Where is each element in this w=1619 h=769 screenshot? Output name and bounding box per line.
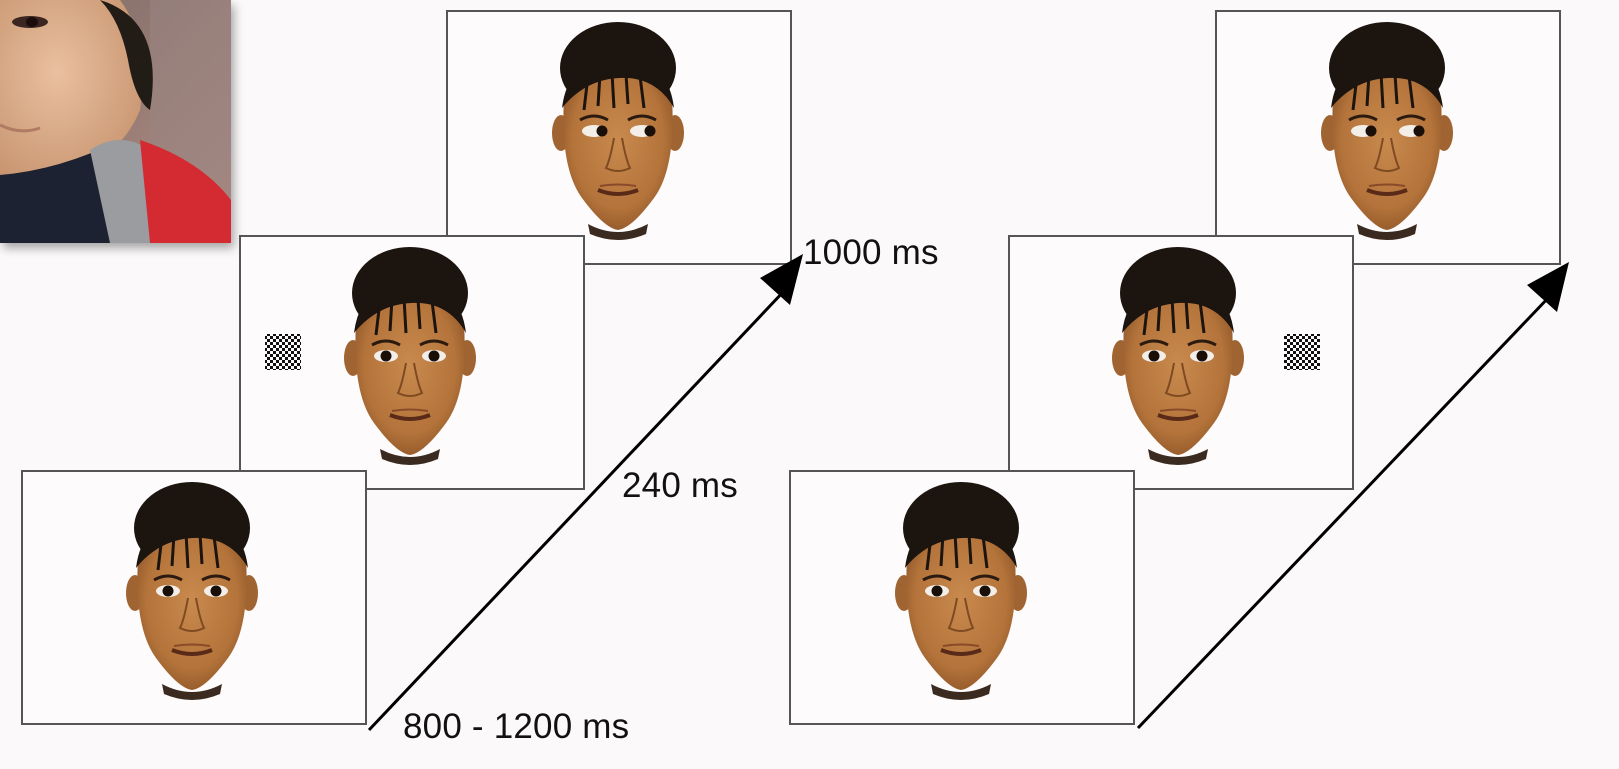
checkerboard-icon: [1284, 334, 1320, 370]
cue-frame: [239, 235, 585, 490]
portrait-photo-icon: [0, 0, 231, 243]
time-arrow-icon: [367, 254, 803, 732]
fixation-frame: [789, 470, 1135, 725]
fixation-frame: [21, 470, 367, 725]
target-frame: [1215, 10, 1561, 265]
checkerboard-icon: [265, 334, 301, 370]
time-arrow-icon: [1136, 262, 1569, 730]
target-frame: [446, 10, 792, 265]
target-duration-label: 1000 ms: [803, 233, 939, 272]
cue-frame: [1008, 235, 1354, 490]
fixation-duration-label: 800 - 1200 ms: [403, 707, 630, 746]
cue-duration-label: 240 ms: [622, 466, 738, 505]
right-sequence: [789, 10, 1569, 730]
left-sequence: [21, 10, 803, 732]
